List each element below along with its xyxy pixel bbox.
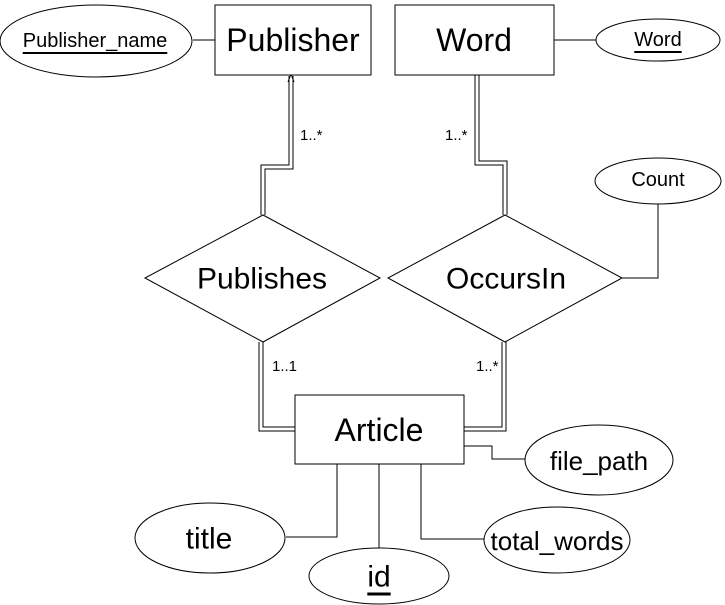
attribute-title: title bbox=[134, 502, 286, 574]
entity-article-label: Article bbox=[335, 412, 424, 448]
attribute-count-label: Count bbox=[631, 169, 685, 191]
relationship-occursin-label: OccursIn bbox=[446, 263, 566, 296]
relationship-occursin: OccursIn bbox=[386, 214, 624, 343]
connector-count bbox=[621, 204, 659, 279]
connector-file-path bbox=[464, 445, 525, 460]
attribute-title-label: title bbox=[186, 523, 233, 556]
attribute-word-label: Word bbox=[634, 29, 681, 51]
connector-total-words bbox=[420, 464, 484, 540]
connector-publishes-publisher bbox=[260, 72, 295, 215]
connector-occursin-article bbox=[464, 342, 507, 432]
relationship-publishes-label: Publishes bbox=[197, 263, 327, 296]
entity-article: Article bbox=[294, 394, 465, 465]
entity-word-label: Word bbox=[436, 22, 512, 58]
attribute-file-path: file_path bbox=[524, 424, 674, 496]
cardinality-publishes-article: 1..1 bbox=[272, 358, 297, 375]
entity-publisher: Publisher bbox=[214, 4, 372, 76]
attribute-count: Count bbox=[594, 157, 722, 205]
cardinality-publisher: 1..* bbox=[300, 127, 323, 144]
attribute-total-words-label: total_words bbox=[491, 526, 624, 556]
attribute-total-words: total_words bbox=[483, 506, 631, 574]
connector-title bbox=[286, 464, 338, 538]
attribute-publisher-name-label: Publisher_name bbox=[23, 30, 168, 52]
connector-occursin-word bbox=[474, 75, 508, 215]
attribute-word: Word bbox=[595, 18, 721, 62]
cardinality-occursin-article: 1..* bbox=[476, 358, 499, 375]
connector-publishes-article bbox=[258, 342, 295, 432]
entity-word: Word bbox=[394, 4, 555, 76]
attribute-id-label: id bbox=[367, 561, 390, 594]
attribute-file-path-label: file_path bbox=[550, 446, 648, 476]
entity-publisher-label: Publisher bbox=[226, 22, 360, 58]
attribute-publisher-name: Publisher_name bbox=[0, 4, 193, 78]
relationship-publishes: Publishes bbox=[143, 214, 382, 343]
cardinality-word: 1..* bbox=[445, 127, 468, 144]
attribute-id: id bbox=[308, 547, 450, 605]
